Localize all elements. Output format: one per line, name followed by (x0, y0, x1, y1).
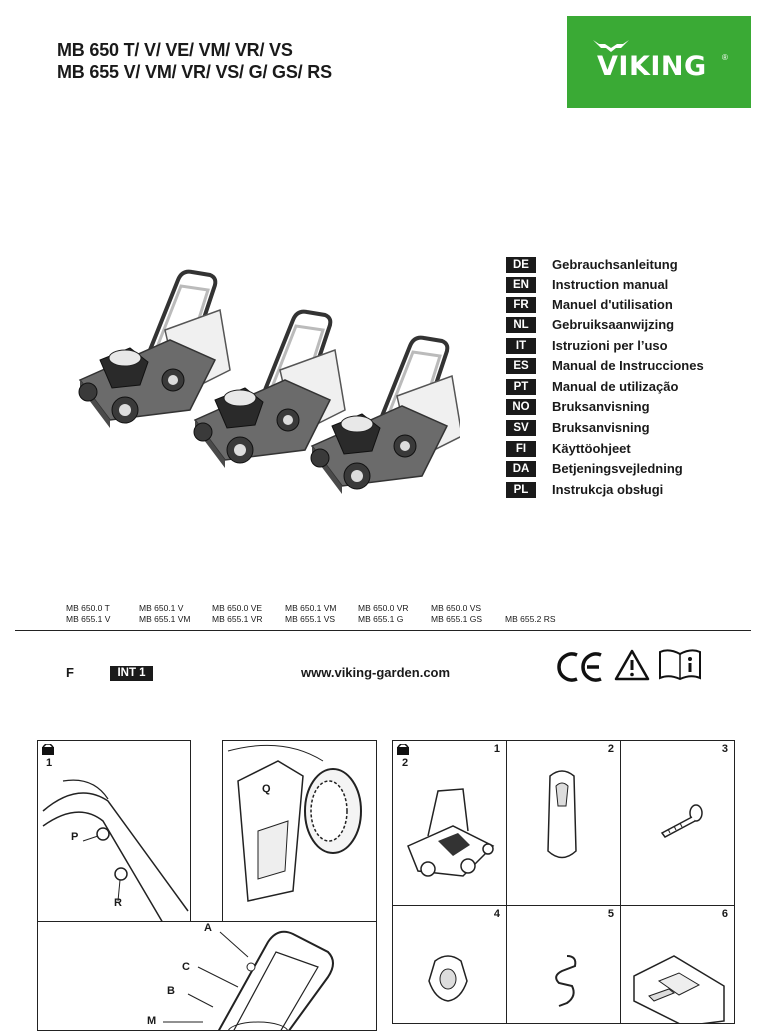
language-row-it: IT Istruzioni per l’uso (506, 337, 668, 354)
model-number: MB 655.1 VR (212, 614, 263, 624)
callout-b: B (167, 985, 175, 997)
model-number: MB 650.0 VR (358, 603, 409, 613)
language-row-fr: FR Manuel d'utilisation (506, 296, 673, 313)
figure-2-part-1: 2 1 (392, 740, 507, 906)
model-title-line-2: MB 655 V/ VM/ VR/ VS/ G/ GS/ RS (57, 62, 332, 82)
part-number: 4 (493, 908, 500, 920)
figure-number: 1 (46, 757, 53, 769)
logo-wordmark: VIKING (597, 51, 707, 82)
language-row-en: EN Instruction manual (506, 276, 668, 293)
model-title-line-1: MB 650 T/ V/ VE/ VM/ VR/ VS (57, 40, 293, 60)
model-number: MB 655.1 G (358, 614, 404, 624)
part-number: 2 (607, 743, 614, 755)
viking-logo: VIKING ® (567, 16, 751, 108)
language-row-pt: PT Manual de utilização (506, 378, 678, 395)
language-row-es: ES Manual de Instrucciones (506, 357, 704, 374)
figure-2-part-2: 2 (506, 740, 621, 906)
handlebar-detail-drawing (163, 930, 334, 1030)
language-code: DE (506, 256, 536, 273)
callout-r: R (114, 897, 122, 909)
language-row-sv: SV Bruksanvisning (506, 419, 650, 436)
handle-detail-drawing (42, 779, 189, 921)
language-row-da: DA Betjeningsvejledning (506, 460, 683, 477)
figure-1-panel-wheel: Q (222, 740, 377, 922)
language-name: Gebruiksaanwijzing (552, 317, 675, 332)
language-name: Instrukcja obsługi (552, 482, 664, 497)
language-name: Bruksanvisning (552, 399, 650, 414)
part-number: 5 (607, 908, 614, 920)
read-manual-icon (659, 649, 701, 681)
wheel-detail-drawing (227, 744, 362, 902)
callout-m: M (147, 1015, 157, 1027)
cover-plate-drawing (633, 955, 725, 1023)
figure-2-part-4: 4 (392, 905, 507, 1024)
mower-overview-drawing (407, 788, 495, 877)
language-name: Manual de Instrucciones (552, 358, 704, 373)
model-number: MB 650.0 VS (431, 603, 482, 613)
part-number: 1 (493, 743, 500, 755)
parts-box-icon (42, 744, 54, 755)
language-row-no: NO Bruksanvisning (506, 398, 650, 415)
part-number: 3 (721, 743, 728, 755)
model-number: MB 655.1 GS (431, 614, 483, 624)
divider (15, 630, 751, 631)
int-badge: INT 1 (110, 666, 153, 681)
star-knob-drawing (428, 955, 468, 1002)
logo-registered-mark: ® (722, 53, 728, 62)
model-number: MB 655.2 RS (505, 614, 556, 624)
ce-mark-icon (557, 652, 602, 682)
lawnmower-illustrations (77, 269, 460, 496)
language-row-fi: FI Käyttöohjeet (506, 440, 631, 457)
language-name: Instruction manual (552, 277, 669, 292)
language-name: Manual de utilização (552, 379, 679, 394)
figure-2-part-6: 6 (620, 905, 735, 1024)
language-code: IT (506, 337, 536, 354)
language-row-de: DE Gebrauchsanleitung (506, 256, 678, 273)
language-name: Gebrauchsanleitung (552, 257, 678, 272)
language-code: NO (506, 398, 536, 415)
figure-2-part-3: 3 (620, 740, 735, 906)
language-name: Manuel d'utilisation (552, 297, 673, 312)
lawnmower-1 (77, 269, 232, 430)
parts-box-icon (397, 744, 409, 755)
language-name: Istruzioni per l’uso (552, 338, 668, 353)
language-row-nl: NL Gebruiksaanwijzing (506, 316, 674, 333)
language-row-pl: PL Instrukcja obsługi (506, 481, 663, 498)
model-number: MB 650.1 V (139, 603, 184, 613)
model-number: MB 655.1 V (66, 614, 111, 624)
language-name: Käyttöohjeet (552, 441, 631, 456)
language-code: PL (506, 481, 536, 498)
callout-a: A (204, 922, 212, 934)
figure-2-part-5: 5 (506, 905, 621, 1024)
language-code: EN (506, 276, 536, 293)
model-number: MB 655.1 VM (139, 614, 191, 624)
language-code: DA (506, 460, 536, 477)
f-label: F (66, 665, 74, 680)
language-code: SV (506, 419, 536, 436)
language-code: FR (506, 296, 536, 313)
callout-p: P (71, 831, 79, 843)
figure-number: 2 (402, 757, 409, 769)
cable-clip-drawing (555, 955, 577, 1007)
figure-1-panel-handlebar: A C B M (37, 921, 377, 1031)
callout-c: C (182, 961, 190, 973)
website-link[interactable]: www.viking-garden.com (301, 665, 451, 680)
figure-1-panel-handle: 1 P R (37, 740, 191, 922)
model-number: MB 655.1 VS (285, 614, 336, 624)
part-number: 6 (721, 908, 728, 920)
mulching-insert-drawing (547, 770, 577, 859)
model-number: MB 650.1 VM (285, 603, 337, 613)
callout-q: Q (262, 783, 271, 795)
viking-helmet-icon (593, 40, 629, 52)
model-number: MB 650.0 T (66, 603, 110, 613)
language-code: ES (506, 357, 536, 374)
warning-triangle-icon (614, 649, 650, 681)
language-code: NL (506, 316, 536, 333)
language-name: Bruksanvisning (552, 420, 650, 435)
language-code: PT (506, 378, 536, 395)
bolt-drawing (660, 804, 703, 838)
language-code: FI (506, 440, 536, 457)
language-name: Betjeningsvejledning (552, 461, 683, 476)
model-number: MB 650.0 VE (212, 603, 263, 613)
